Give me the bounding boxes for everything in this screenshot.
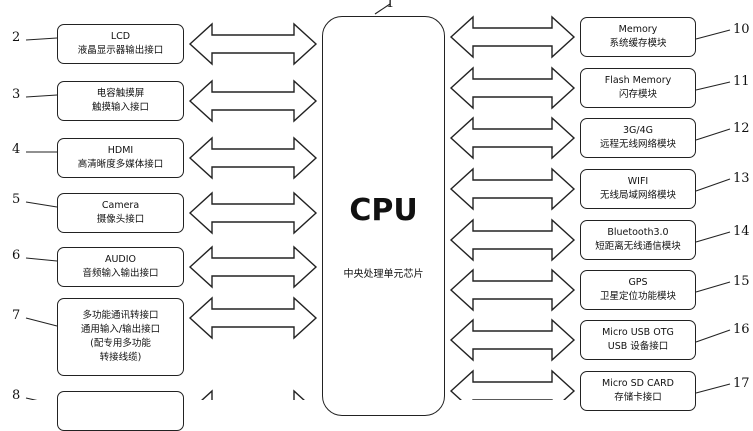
- right-module-12-label-line: 远程无线网络模块: [599, 139, 676, 150]
- left-arrow-5: [188, 191, 318, 235]
- left-arrow-3: [188, 79, 318, 123]
- right-module-15-label-line: GPS: [628, 277, 648, 288]
- right-module-10-box: Memory 系统缓存模块: [580, 17, 696, 57]
- left-module-number: 4: [12, 142, 21, 157]
- left-module-4-label-line: HDMI: [107, 145, 134, 156]
- right-module-12-box: 3G/4G 远程无线网络模块: [580, 118, 696, 158]
- right-leader-line-11: [695, 81, 731, 91]
- cpu-block: CPU 中央处理单元芯片: [322, 16, 445, 416]
- right-module-number: 16: [733, 322, 750, 337]
- connection-layer: [25, 3, 731, 400]
- right-arrow-16: [449, 318, 576, 362]
- left-module-5-label-line: 摄像头接口: [96, 214, 145, 225]
- left-module-5-label-line: Camera: [101, 200, 140, 211]
- left-arrow-7: [188, 296, 318, 340]
- right-arrow-13: [449, 167, 576, 211]
- left-module-7-label-line: 通用输入/输出接口: [80, 324, 161, 335]
- right-module-12-label-line: 3G/4G: [622, 125, 653, 136]
- left-arrow-4: [188, 136, 318, 180]
- right-module-14-box: Bluetooth3.0 短距离无线通信模块: [580, 220, 696, 260]
- right-leader-line-15: [695, 281, 731, 293]
- right-module-17-label-line: 存储卡接口: [614, 392, 662, 403]
- right-leader-line-14: [695, 231, 731, 243]
- right-module-number: 10: [733, 22, 750, 37]
- cpu-leader-line: [374, 3, 391, 15]
- right-module-11-label-line: 闪存模块: [618, 89, 657, 100]
- right-module-13-box: WIFI 无线局域网络模块: [580, 169, 696, 209]
- left-module-4-box: HDMI 高清晰度多媒体接口: [57, 138, 184, 178]
- left-module-6-label-line: AUDIO: [104, 254, 137, 265]
- left-module-7-label-line: 转接线缆): [99, 352, 142, 363]
- left-module-2-label-line: 液晶显示器输出接口: [77, 45, 164, 56]
- right-arrow-10: [449, 15, 576, 59]
- right-arrow-17: [449, 369, 576, 400]
- right-module-10-label-line: 系统缓存模块: [609, 38, 667, 49]
- right-module-number: 13: [733, 171, 750, 186]
- left-module-2-label-line: LCD: [110, 31, 131, 42]
- right-module-17-label-line: Micro SD CARD: [601, 378, 674, 389]
- right-module-11-box: Flash Memory 闪存模块: [580, 68, 696, 108]
- left-module-number: 2: [12, 30, 21, 45]
- left-module-number: 3: [12, 87, 21, 102]
- right-leader-line-16: [695, 329, 731, 343]
- left-module-number: 7: [12, 308, 21, 323]
- left-arrow-2: [188, 22, 318, 66]
- left-leader-line-2: [25, 37, 58, 41]
- right-module-14-label-line: Bluetooth3.0: [607, 227, 669, 238]
- right-module-number: 11: [733, 74, 750, 89]
- left-module-7-label-line: 多功能通讯转接口: [82, 310, 159, 321]
- right-leader-line-17: [695, 383, 731, 394]
- left-leader-line-6: [25, 257, 58, 262]
- left-module-number: 8: [12, 388, 21, 403]
- right-module-16-label-line: Micro USB OTG: [602, 327, 674, 338]
- right-module-15-label-line: 卫星定位功能模块: [599, 291, 676, 302]
- right-module-13-label-line: WIFI: [627, 176, 649, 187]
- left-module-3-box: 电容触摸屏触摸输入接口: [57, 81, 184, 121]
- left-module-3-label-line: 电容触摸屏: [96, 88, 145, 99]
- right-module-14-label-line: 短距离无线通信模块: [595, 241, 681, 252]
- left-leader-line-3: [25, 94, 58, 98]
- right-module-number: 12: [733, 121, 750, 136]
- left-leader-line-5: [25, 201, 58, 208]
- left-module-6-label-line: 音频输入输出接口: [82, 268, 159, 279]
- left-leader-line-8: [25, 397, 38, 400]
- right-arrow-12: [449, 116, 576, 160]
- left-module-3-label-line: 触摸输入接口: [91, 102, 149, 113]
- left-arrow-6: [188, 245, 318, 289]
- left-arrow-8: [201, 389, 305, 400]
- right-module-number: 15: [733, 274, 750, 289]
- right-module-number: 14: [733, 224, 750, 239]
- right-module-10-label-line: Memory: [618, 24, 658, 35]
- left-module-number: 6: [12, 248, 21, 263]
- cpu-number: 1: [386, 0, 395, 11]
- right-module-17-box: Micro SD CARD 存储卡接口: [580, 371, 696, 411]
- cpu-title: CPU: [349, 193, 418, 228]
- left-module-number: 5: [12, 192, 21, 207]
- left-module-4-label-line: 高清晰度多媒体接口: [77, 159, 164, 170]
- right-module-11-label-line: Flash Memory: [604, 75, 672, 86]
- left-module-2-box: LCD 液晶显示器输出接口: [57, 24, 184, 64]
- right-arrow-11: [449, 66, 576, 110]
- right-module-16-label-line: USB 设备接口: [607, 341, 669, 352]
- right-module-number: 17: [733, 376, 750, 391]
- right-module-16-box: Micro USB OTG USB 设备接口: [580, 320, 696, 360]
- left-module-7-box: 多功能通讯转接口通用输入/输出接口 (配专用多功能转接线缆): [57, 298, 184, 376]
- right-module-15-box: GPS 卫星定位功能模块: [580, 270, 696, 310]
- right-arrow-14: [449, 218, 576, 262]
- left-module-8-box: [57, 391, 184, 431]
- left-leader-line-7: [25, 317, 58, 327]
- left-module-7-label-line: (配专用多功能: [90, 338, 151, 349]
- right-module-13-label-line: 无线局域网络模块: [599, 190, 676, 201]
- right-arrow-15: [449, 268, 576, 312]
- right-leader-line-13: [695, 178, 731, 192]
- left-module-6-box: AUDIO 音频输入输出接口: [57, 247, 184, 287]
- right-leader-line-10: [695, 29, 731, 40]
- right-leader-line-12: [695, 128, 731, 141]
- left-module-5-box: Camera 摄像头接口: [57, 193, 184, 233]
- cpu-subtitle: 中央处理单元芯片: [343, 269, 424, 280]
